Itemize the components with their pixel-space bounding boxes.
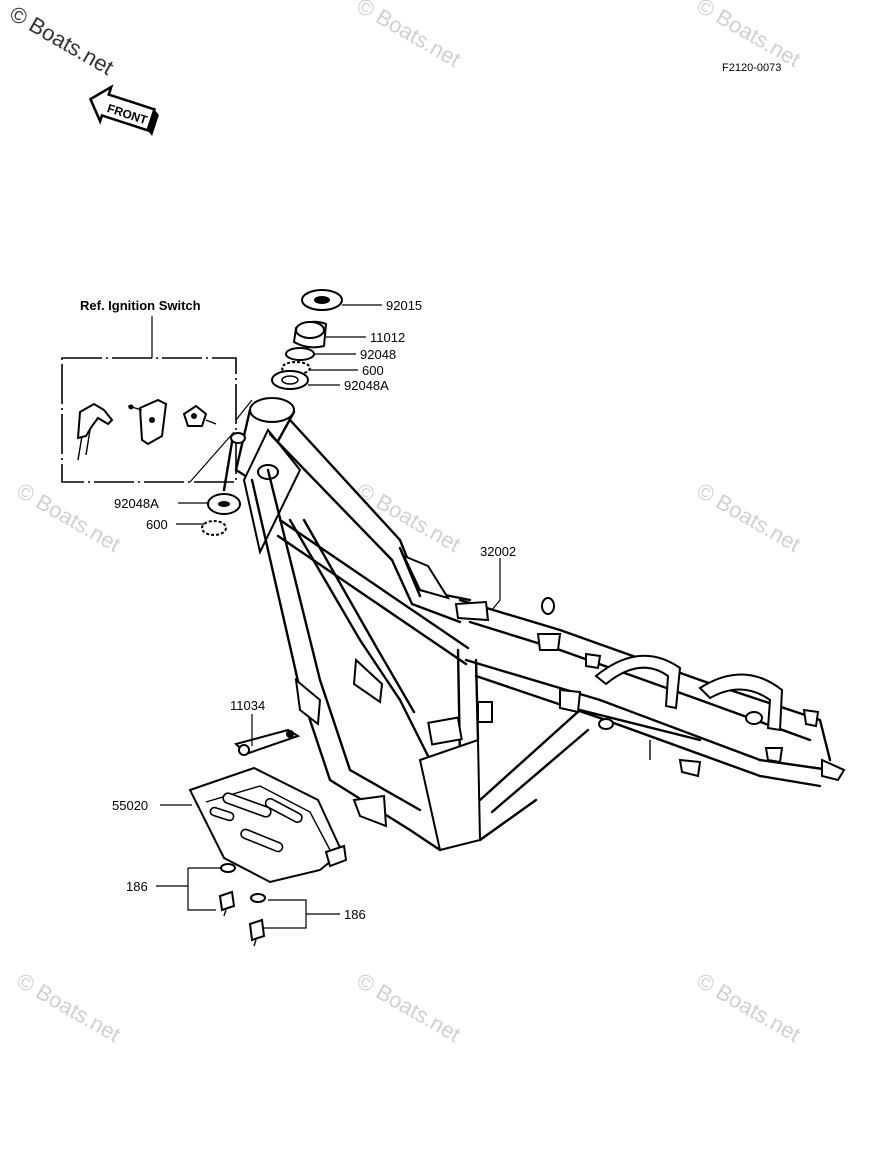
callout-11012: 11012 xyxy=(370,330,405,345)
callout-11034: 11034 xyxy=(230,698,265,713)
watermark-top-left: © Boats.net xyxy=(6,1,118,80)
skid-plate-55020 xyxy=(188,766,348,884)
callout-186-left: 186 xyxy=(126,879,148,894)
frame-32002 xyxy=(222,397,846,852)
bracket-11034 xyxy=(234,728,301,756)
callout-186-right: 186 xyxy=(344,907,366,922)
ignition-switch-reference: Ref. Ignition Switch xyxy=(61,298,253,483)
watermark: © Boats.net xyxy=(353,478,465,557)
callout-labels: 92015 11012 92048 600 92048A 92048A 600 … xyxy=(112,298,516,922)
callout-92048A-top: 92048A xyxy=(344,378,389,393)
front-arrow-icon: FRONT xyxy=(88,84,159,136)
steering-head-parts xyxy=(271,289,343,390)
lower-head-parts xyxy=(201,493,241,536)
watermark: © Boats.net xyxy=(13,478,125,557)
ignition-ref-label: Ref. Ignition Switch xyxy=(80,298,201,313)
leader-lines xyxy=(156,304,501,929)
bolts-186 xyxy=(218,863,266,947)
callout-92015: 92015 xyxy=(386,298,422,313)
callout-92048A-left: 92048A xyxy=(114,496,159,511)
watermark: © Boats.net xyxy=(693,968,805,1047)
drawing-code: F2120-0073 xyxy=(722,62,781,74)
callout-92048: 92048 xyxy=(360,347,396,362)
watermark: © Boats.net xyxy=(13,968,125,1047)
callout-600-top: 600 xyxy=(362,363,384,378)
watermark: © Boats.net xyxy=(693,478,805,557)
watermark: © Boats.net xyxy=(353,0,465,72)
callout-600-left: 600 xyxy=(146,517,168,532)
callout-55020: 55020 xyxy=(112,798,148,813)
callout-32002: 32002 xyxy=(480,544,516,559)
watermark: © Boats.net xyxy=(353,968,465,1047)
